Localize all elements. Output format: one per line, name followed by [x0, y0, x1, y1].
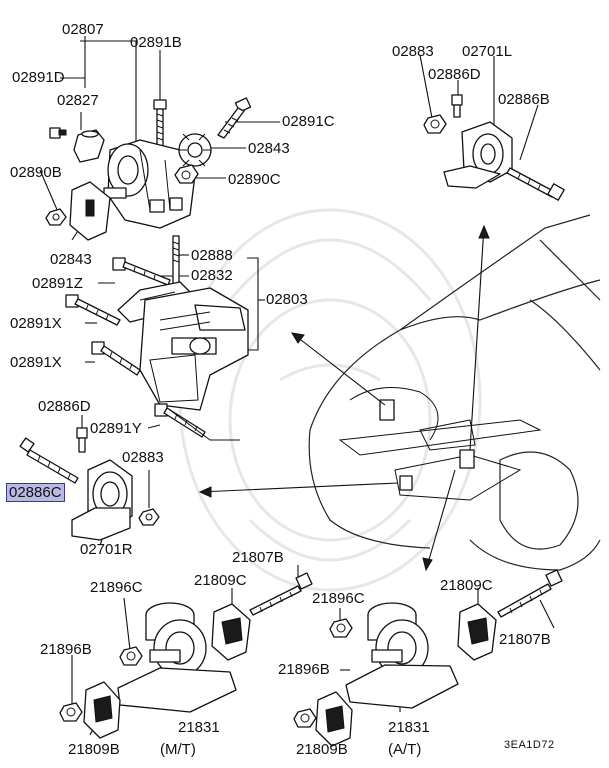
label-02886b[interactable]: 02886B: [498, 91, 550, 108]
label-02891x-b[interactable]: 02891X: [10, 354, 62, 371]
label-02888[interactable]: 02888: [191, 247, 233, 264]
label-02832[interactable]: 02832: [191, 267, 233, 284]
label-02886d-l[interactable]: 02886D: [38, 398, 91, 415]
mt-mount-group: [59, 565, 313, 739]
label-variant-at: (A/T): [388, 741, 422, 758]
middle-bracket-group: [65, 235, 265, 441]
label-02883-l[interactable]: 02883: [122, 449, 164, 466]
label-02886c-highlighted[interactable]: 02886C: [6, 483, 65, 502]
label-21896b-mt[interactable]: 21896B: [40, 641, 92, 658]
label-02701l[interactable]: 02701L: [462, 43, 513, 60]
upper-bracket-group: [39, 36, 280, 241]
watermark-emblem: [178, 208, 482, 592]
label-02890b[interactable]: 02890B: [10, 164, 62, 181]
label-21896b-at[interactable]: 21896B: [278, 661, 330, 678]
label-02891x-a[interactable]: 02891X: [10, 315, 62, 332]
label-21831-at[interactable]: 21831: [388, 719, 430, 736]
label-02827[interactable]: 02827: [57, 92, 99, 109]
label-02891y[interactable]: 02891Y: [90, 420, 142, 437]
car-body-outline: [308, 214, 601, 571]
label-21809c-at[interactable]: 21809C: [440, 577, 493, 594]
label-21807b-at[interactable]: 21807B: [499, 631, 551, 648]
label-21809b-mt[interactable]: 21809B: [68, 741, 120, 758]
label-02701r[interactable]: 02701R: [80, 541, 133, 558]
label-02891b[interactable]: 02891B: [130, 34, 182, 51]
label-02891c[interactable]: 02891C: [282, 113, 335, 130]
label-02843-top[interactable]: 02843: [248, 140, 290, 157]
lower-left-mount: [19, 427, 160, 546]
label-21896c-at[interactable]: 21896C: [312, 590, 365, 607]
label-02891d[interactable]: 02891D: [12, 69, 65, 86]
label-02886d-tr[interactable]: 02886D: [428, 66, 481, 83]
label-21809c-mt[interactable]: 21809C: [194, 572, 247, 589]
callout-arrows: [198, 224, 490, 572]
diagram-code: 3EA1D72: [504, 739, 555, 751]
label-02843-left[interactable]: 02843: [50, 251, 92, 268]
label-21831-mt[interactable]: 21831: [178, 719, 220, 736]
label-21807b-mt[interactable]: 21807B: [232, 549, 284, 566]
label-02883-tr[interactable]: 02883: [392, 43, 434, 60]
label-21896c-mt[interactable]: 21896C: [90, 579, 143, 596]
label-02803[interactable]: 02803: [266, 291, 308, 308]
label-21809b-at[interactable]: 21809B: [296, 741, 348, 758]
at-mount-group: [293, 569, 563, 747]
label-02807[interactable]: 02807: [62, 21, 104, 38]
upper-right-mount: [419, 54, 565, 201]
label-variant-mt: (M/T): [160, 741, 196, 758]
label-02890c[interactable]: 02890C: [228, 171, 281, 188]
label-02891z[interactable]: 02891Z: [32, 275, 83, 292]
